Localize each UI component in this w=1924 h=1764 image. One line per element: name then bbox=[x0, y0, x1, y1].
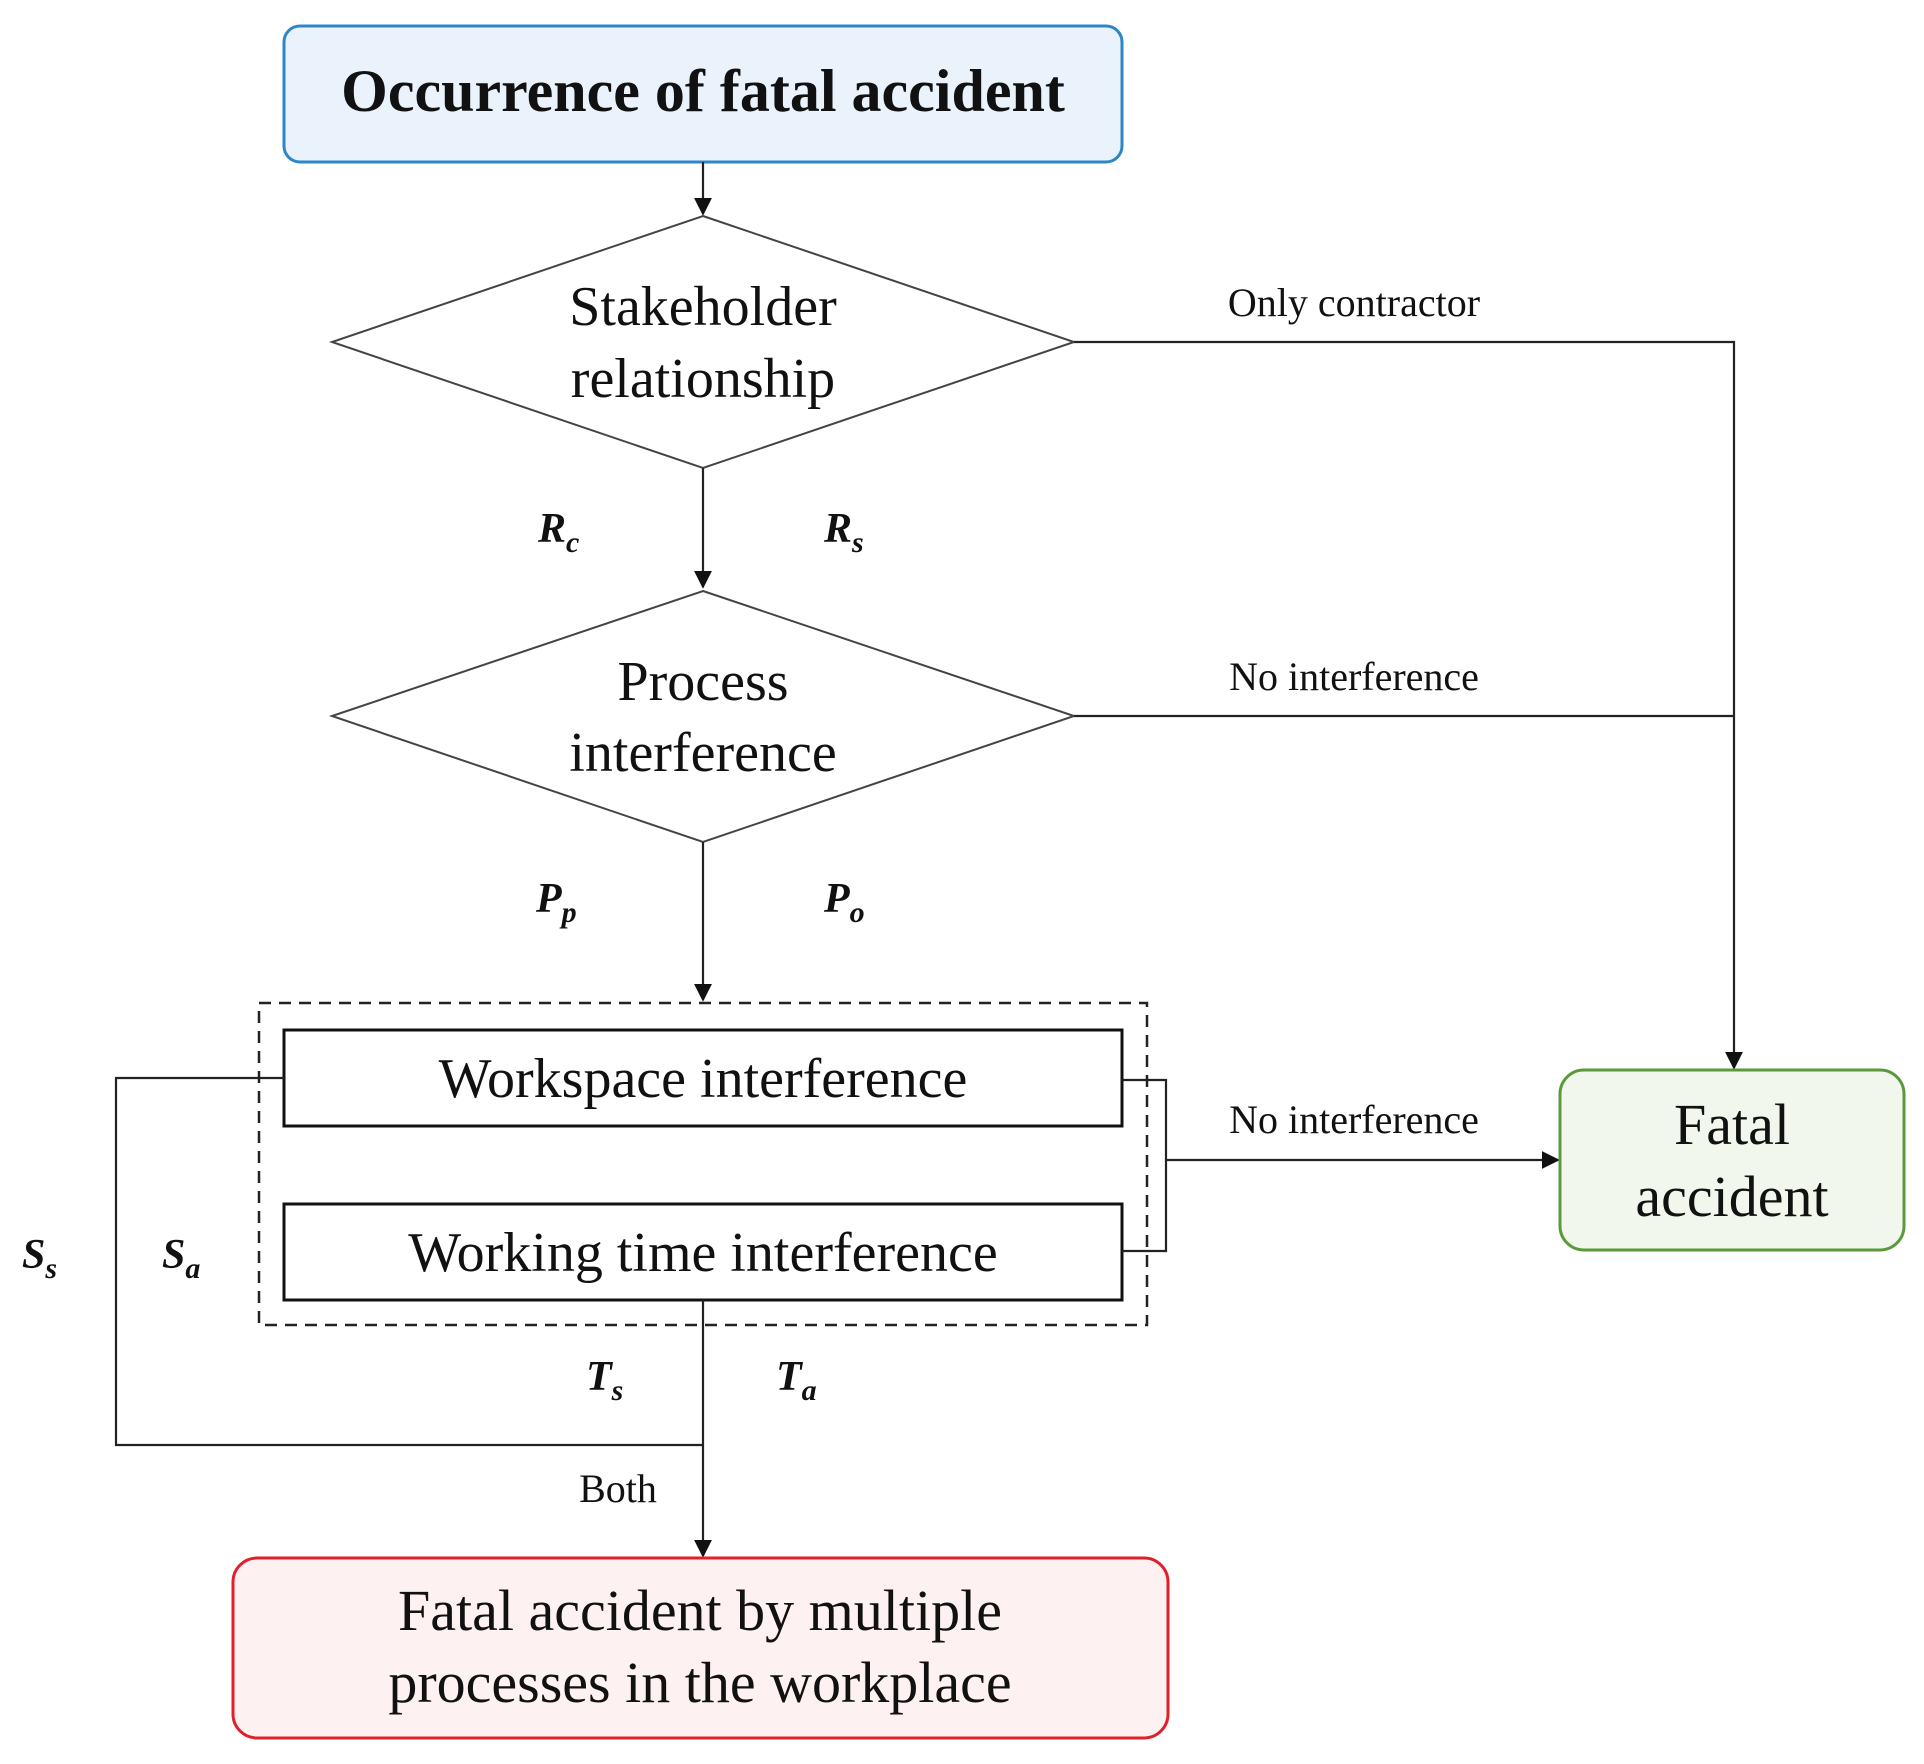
edge-label-no-interference-space-time: No interference bbox=[1229, 1097, 1479, 1142]
edge-label-both: Both bbox=[579, 1466, 657, 1511]
start-node: Occurrence of fatal accident bbox=[282, 24, 1124, 164]
edge-only-contractor bbox=[1074, 340, 1743, 1070]
var-ss: Ss bbox=[22, 1232, 57, 1285]
process-diamond bbox=[328, 589, 1078, 844]
working-time-interference-label: Working time interference bbox=[408, 1222, 997, 1284]
workspace-interference-node: Workspace interference bbox=[282, 1028, 1124, 1128]
edge-label-no-interference-process: No interference bbox=[1229, 654, 1479, 699]
process-label-line2: interference bbox=[569, 722, 836, 784]
multiple-process-fatal-box bbox=[231, 1556, 1170, 1740]
multiple-process-fatal-label-line1: Fatal accident by multiple bbox=[398, 1578, 1002, 1643]
fatal-accident-label-line1: Fatal bbox=[1674, 1092, 1790, 1157]
working-time-interference-box bbox=[282, 1202, 1124, 1302]
start-node-label: Occurrence of fatal accident bbox=[341, 58, 1065, 124]
stakeholder-diamond bbox=[328, 214, 1078, 470]
working-time-interference-node: Working time interference bbox=[282, 1202, 1124, 1302]
stakeholder-label-line1: Stakeholder bbox=[569, 276, 837, 338]
edge-workspace-left-loop bbox=[114, 1076, 703, 1447]
fatal-accident-node: Fatal accident bbox=[1558, 1068, 1906, 1252]
process-decision: Process interference bbox=[328, 589, 1078, 844]
stakeholder-decision: Stakeholder relationship bbox=[328, 214, 1078, 470]
interference-group bbox=[257, 1001, 1149, 1327]
multiple-process-fatal-node: Fatal accident by multiple processes in … bbox=[231, 1556, 1170, 1740]
var-rc: Rc bbox=[537, 506, 579, 559]
var-ts: Ts bbox=[586, 1354, 623, 1407]
fatal-accident-label-line2: accident bbox=[1635, 1164, 1828, 1229]
var-ta: Ta bbox=[776, 1354, 817, 1407]
var-po: Po bbox=[823, 876, 865, 929]
process-label-line1: Process bbox=[617, 651, 788, 713]
edge-label-only-contractor: Only contractor bbox=[1228, 280, 1480, 325]
multiple-process-fatal-label-line2: processes in the workplace bbox=[388, 1650, 1011, 1715]
workspace-interference-label: Workspace interference bbox=[439, 1048, 968, 1110]
stakeholder-label-line2: relationship bbox=[571, 348, 835, 410]
fatal-accident-box bbox=[1558, 1068, 1906, 1252]
workspace-interference-box bbox=[282, 1028, 1124, 1128]
bracket-right bbox=[1122, 1078, 1168, 1253]
var-pp: Pp bbox=[535, 876, 577, 929]
var-sa: Sa bbox=[162, 1232, 200, 1285]
var-rs: Rs bbox=[823, 506, 864, 559]
